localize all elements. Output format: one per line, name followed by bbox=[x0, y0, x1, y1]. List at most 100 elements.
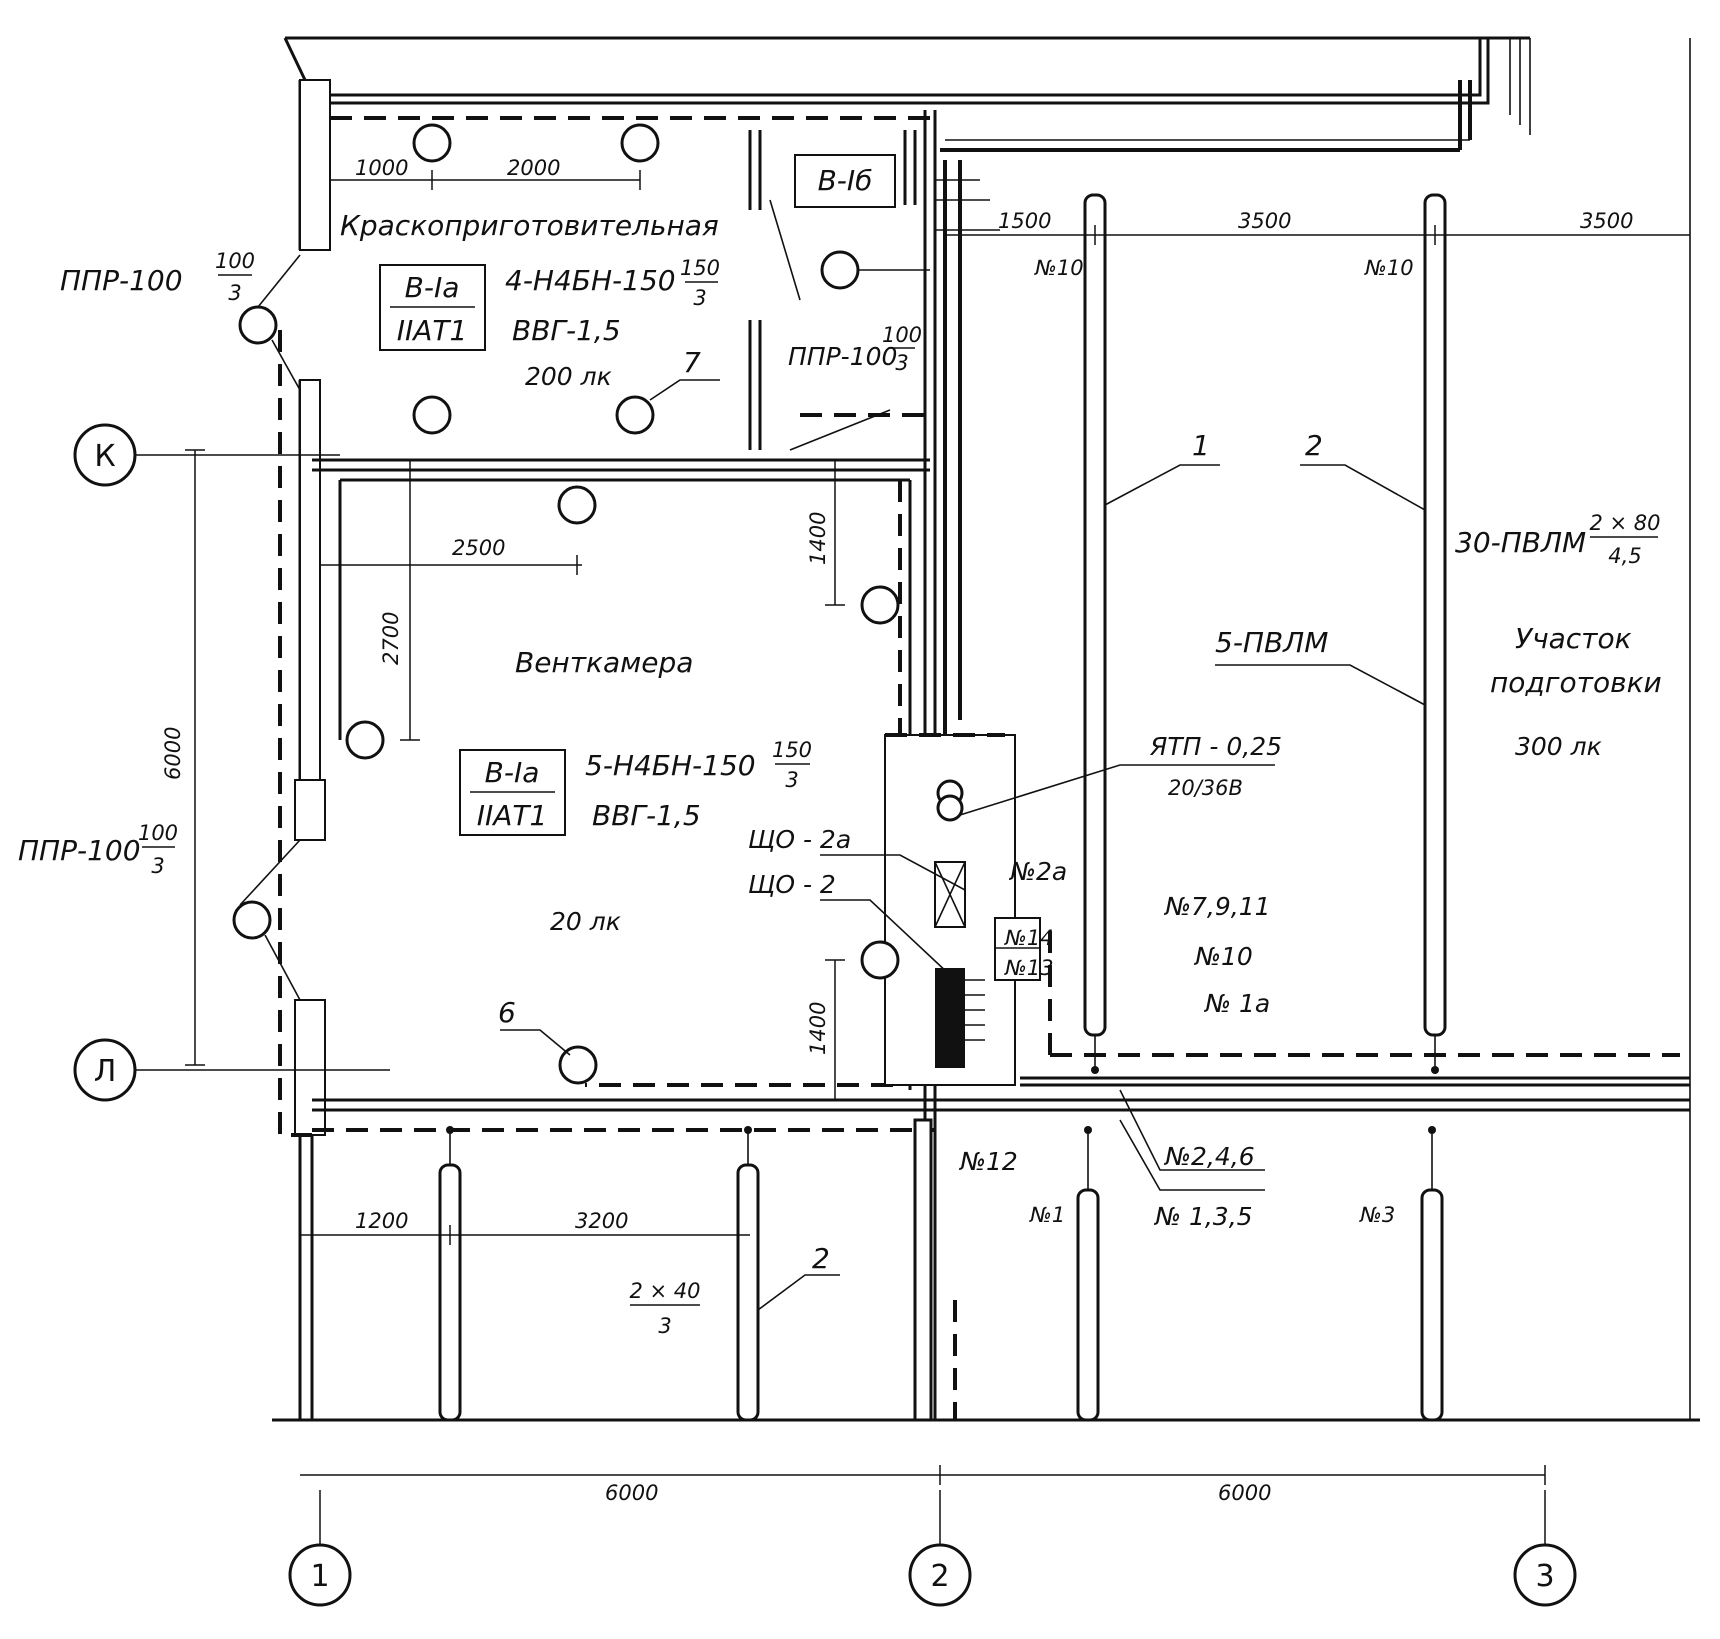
circuit-n10-c: №10 bbox=[1193, 942, 1253, 971]
lamps bbox=[232, 123, 930, 1085]
dim-1500: 1500 bbox=[998, 209, 1051, 233]
lamp-icon bbox=[345, 720, 385, 760]
lamp-icon bbox=[558, 1045, 598, 1085]
leader-2: 2 bbox=[1305, 429, 1323, 462]
paint-room-class-top: В-Iа bbox=[405, 271, 460, 304]
fluorescent-fixtures bbox=[438, 193, 1447, 1422]
leader-numbers: 1 2 7 6 2 bbox=[498, 346, 1323, 1275]
ppr-left-top-den: 3 bbox=[228, 281, 241, 305]
lamp-icon bbox=[238, 305, 278, 345]
dim-1200: 1200 bbox=[355, 1209, 408, 1233]
dim-6000-b: 6000 bbox=[1218, 1481, 1271, 1505]
fixture-bottom bbox=[438, 1163, 462, 1422]
lamp-icon bbox=[412, 123, 452, 163]
switchboard-column bbox=[884, 733, 1041, 1086]
cable-routes bbox=[278, 80, 1680, 1420]
paint-lamps-spec: 4-Н4БН-150 bbox=[505, 264, 676, 297]
ppr-left-top: ППР-100 bbox=[60, 264, 183, 297]
fixture-bottom bbox=[736, 1163, 760, 1422]
ytp-voltage: 20/36В bbox=[1168, 776, 1243, 800]
sho-2-label: ЩО - 2 bbox=[748, 870, 836, 899]
circuit-n10-a: №10 bbox=[1034, 256, 1084, 280]
vent-class-bottom: IIАТ1 bbox=[477, 799, 548, 832]
axis-l-label: Л bbox=[94, 1054, 117, 1089]
circuit-n7911: №7,9,11 bbox=[1163, 892, 1271, 921]
axis-markers[interactable]: К Л 1 2 3 bbox=[73, 423, 1577, 1607]
vent-class-top: В-Iа bbox=[485, 756, 540, 789]
dim-3500-b: 3500 bbox=[1580, 209, 1633, 233]
dim-3500-a: 3500 bbox=[1238, 209, 1291, 233]
small-room-class: В-Iб bbox=[818, 164, 873, 197]
paint-cable: ВВГ-1,5 bbox=[512, 314, 621, 347]
vent-lux: 20 лк bbox=[550, 907, 621, 936]
dim-3200: 3200 bbox=[575, 1209, 628, 1233]
circuit-n3: №3 bbox=[1359, 1203, 1395, 1227]
building-walls bbox=[272, 36, 1700, 1422]
dim-6000-vertical: 6000 bbox=[161, 727, 185, 780]
pvlm-30-den: 4,5 bbox=[1608, 544, 1641, 568]
class-boxes: В-Iа IIАТ1 В-Iб В-Iа IIАТ1 bbox=[379, 154, 896, 836]
axis-3-marker[interactable] bbox=[1513, 1543, 1577, 1607]
prep-area-name-2: подготовки bbox=[1490, 666, 1662, 699]
dim-2500: 2500 bbox=[452, 536, 505, 560]
axis-2-marker[interactable] bbox=[908, 1543, 972, 1607]
prep-area-name-1: Участок bbox=[1515, 622, 1632, 655]
lamp-icon bbox=[820, 250, 860, 290]
ytp-label: ЯТП - 0,25 bbox=[1149, 732, 1282, 761]
circuit-n13: №13 bbox=[1004, 956, 1054, 980]
ppr-inner: ППР-100 bbox=[788, 342, 897, 371]
paint-lux: 200 лк bbox=[525, 362, 612, 391]
fixture-row-1 bbox=[1083, 193, 1107, 1037]
leaders bbox=[500, 379, 1426, 1311]
vent-lamps-den: 3 bbox=[785, 768, 798, 792]
circuit-n1a: № 1а bbox=[1203, 989, 1270, 1018]
lamp-icon bbox=[557, 485, 597, 525]
axis-k-label: К bbox=[94, 439, 115, 474]
ppr-left-bottom: ППР-100 bbox=[18, 834, 141, 867]
circuit-n2a: №2а bbox=[1008, 857, 1067, 886]
dim-2700: 2700 bbox=[379, 612, 403, 665]
sho-2a-label: ЩО - 2а bbox=[748, 825, 851, 854]
axis-1-label: 1 bbox=[310, 1559, 329, 1594]
circuit-n1: №1 bbox=[1029, 1203, 1065, 1227]
axis-k-marker[interactable] bbox=[73, 423, 137, 487]
dim-1400-a: 1400 bbox=[806, 512, 830, 565]
circuit-labels: №10 №10 №2а №14 №13 №7,9,11 №10 № 1а №2,… bbox=[958, 256, 1414, 1231]
paint-room-class-bottom: IIАТ1 bbox=[397, 314, 468, 347]
leader-1: 1 bbox=[1192, 429, 1210, 462]
dim-1000: 1000 bbox=[355, 156, 408, 180]
pvlm-30-num: 2 × 80 bbox=[1589, 511, 1660, 535]
ppr-left-top-num: 100 bbox=[215, 249, 255, 273]
bottom-fixture-den: 3 bbox=[658, 1314, 671, 1338]
dim-6000-a: 6000 bbox=[605, 1481, 658, 1505]
lamp-icon bbox=[860, 585, 900, 625]
axis-2-label: 2 bbox=[930, 1559, 949, 1594]
lamp-icon bbox=[860, 940, 900, 980]
ppr-left-bottom-num: 100 bbox=[138, 821, 178, 845]
ppr-left-bottom-den: 3 bbox=[151, 854, 164, 878]
paint-room-name: Краскоприготовительная bbox=[340, 209, 719, 242]
lamp-icon bbox=[615, 395, 655, 435]
axis-l-marker[interactable] bbox=[73, 1038, 137, 1102]
circuit-n246: №2,4,6 bbox=[1163, 1142, 1255, 1171]
axis-1-marker[interactable] bbox=[288, 1543, 352, 1607]
circuit-n14: №14 bbox=[1004, 926, 1054, 950]
circuit-n135: № 1,3,5 bbox=[1153, 1202, 1253, 1231]
vent-lamps-spec: 5-Н4БН-150 bbox=[585, 749, 756, 782]
lamp-icon bbox=[232, 900, 272, 940]
vent-lamps-num: 150 bbox=[772, 738, 812, 762]
leader-7: 7 bbox=[683, 346, 701, 379]
circuit-n10-b: №10 bbox=[1364, 256, 1414, 280]
dim-1400-b: 1400 bbox=[806, 1002, 830, 1055]
vent-chamber-name: Венткамера bbox=[515, 646, 693, 679]
riser bbox=[913, 1118, 933, 1422]
specs: 4-Н4БН-150 150 3 ВВГ-1,5 200 лк 5-Н4БН-1… bbox=[18, 249, 1661, 1338]
ppr-inner-num: 100 bbox=[882, 323, 922, 347]
ppr-inner-den: 3 bbox=[895, 351, 908, 375]
vent-cable: ВВГ-1,5 bbox=[592, 799, 701, 832]
prep-area-lux: 300 лк bbox=[1515, 732, 1602, 761]
dimension-lines bbox=[130, 170, 1690, 1545]
sho-2-panel bbox=[935, 968, 965, 1068]
dimension-numbers: 1000 2000 1500 3500 3500 2500 2700 1400 … bbox=[161, 156, 1633, 1505]
